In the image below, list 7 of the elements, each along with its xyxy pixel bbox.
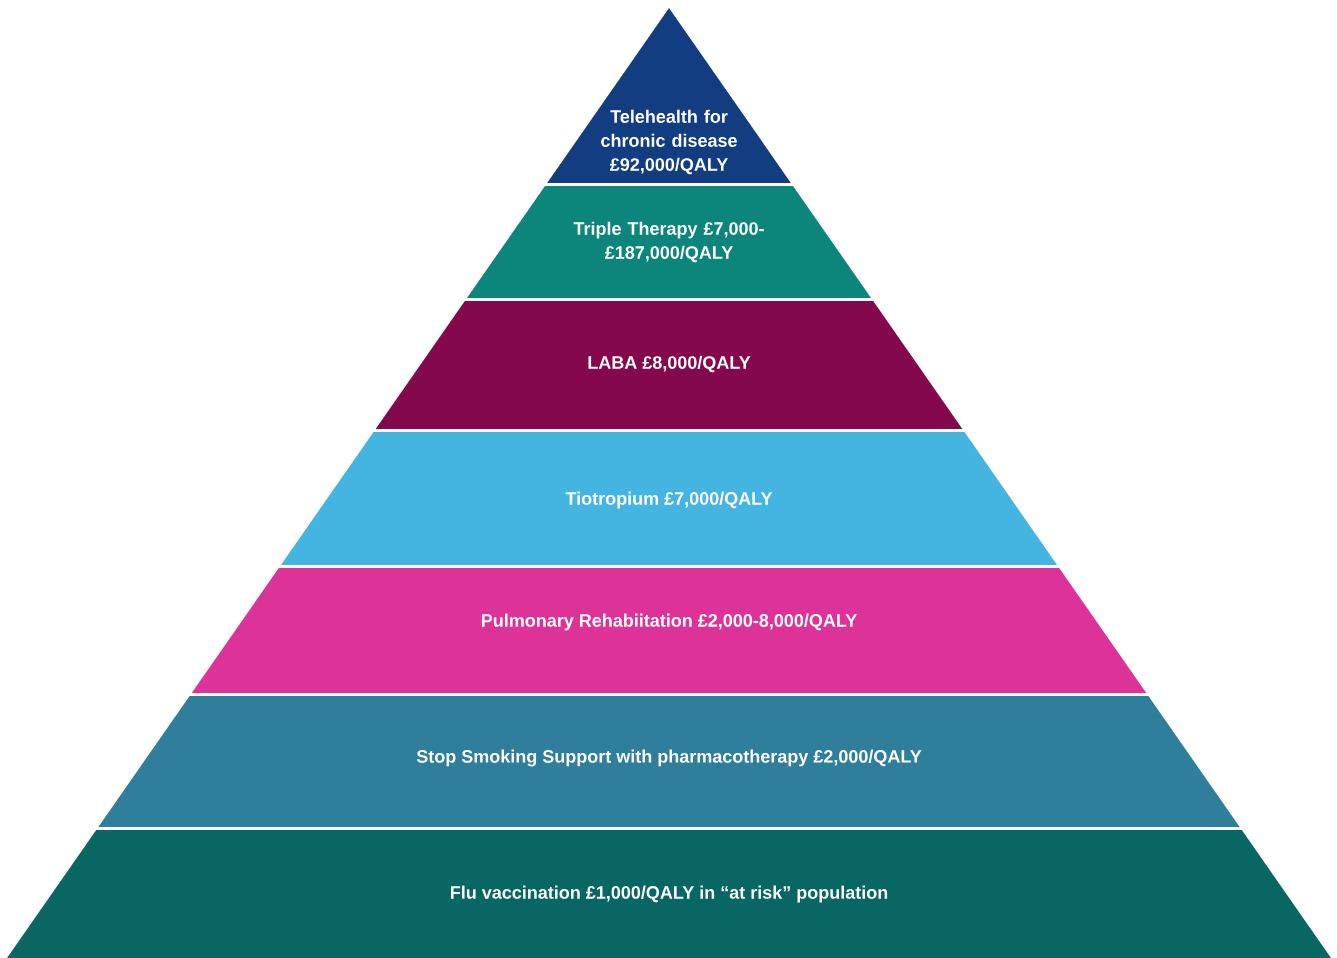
pyramid-tier: Telehealth for chronic disease £92,000/QALY — [547, 8, 791, 183]
pyramid-tier: Triple Therapy £7,000-£187,000/QALY — [466, 186, 872, 298]
pyramid-tier: Tiotropium £7,000/QALY — [280, 432, 1058, 565]
pyramid-tier: Stop Smoking Support with pharmacotherapy £2,000/QALY — [98, 696, 1240, 827]
pyramid-tier: Pulmonary Rehabiitation £2,000-8,000/QALY — [191, 568, 1147, 693]
pyramid-tier: LABA £8,000/QALY — [375, 301, 963, 429]
pyramid-tier: Flu vaccination £1,000/QALY in “at risk” population — [7, 830, 1331, 958]
